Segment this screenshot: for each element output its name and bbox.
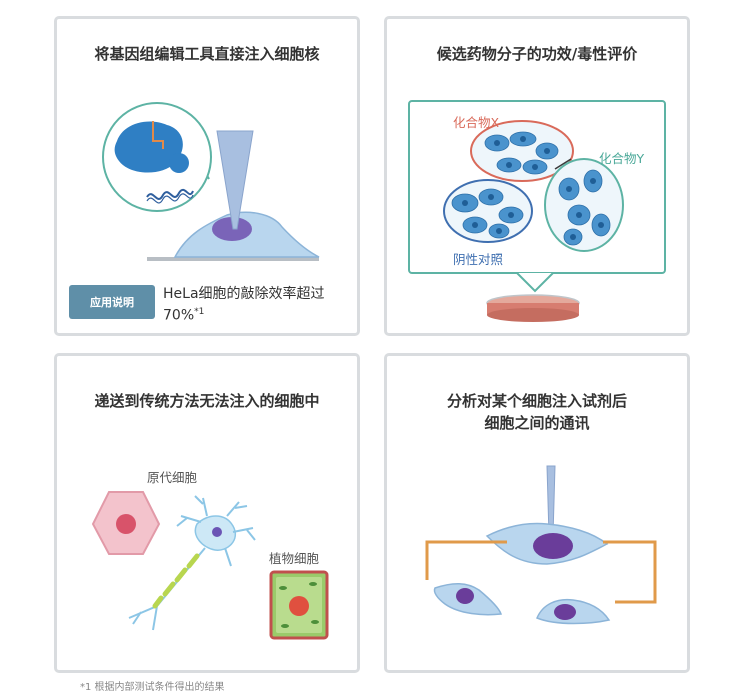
plant-cell-label: 植物细胞 [269, 551, 320, 566]
card-title: 递送到传统方法无法注入的细胞中 [94, 392, 320, 410]
card-title: 候选药物分子的功效/毒性评价 [436, 45, 638, 63]
card-title-line1: 分析对某个细胞注入试剂后 [446, 392, 627, 410]
card-title: 将基因组编辑工具直接注入细胞核 [94, 45, 320, 63]
card-cell-communication: 分析对某个细胞注入试剂后 细胞之间的通讯 [384, 353, 690, 673]
card-genome-editing: 将基因组编辑工具直接注入细胞核 应用说明 HeLa细胞的敲除效率超过70%*1 [54, 16, 360, 336]
card-drug-evaluation: 候选药物分子的功效/毒性评价 [384, 16, 690, 336]
footnote: *1 根据内部测试条件得出的结果 [80, 682, 225, 693]
primary-cell-label: 原代细胞 [147, 470, 198, 485]
application-description: HeLa细胞的敲除效率超过70%*1 [163, 285, 353, 325]
application-description-text: HeLa细胞的敲除效率超过70% [163, 286, 325, 324]
card-difficult-cells: 递送到传统方法无法注入的细胞中 原代细胞 植物细胞 [54, 353, 360, 673]
card-title-line2: 细胞之间的通讯 [484, 414, 590, 432]
compound-x-label: 化合物X [453, 115, 500, 130]
compound-y-label: 化合物Y [599, 151, 645, 166]
cell-types-illustration [91, 491, 329, 640]
negative-control-label: 阴性对照 [453, 252, 504, 267]
nucleus-injection-illustration [102, 102, 320, 261]
drug-evaluation-illustration [408, 100, 666, 322]
cell-communication-illustration [425, 465, 657, 625]
application-note-button[interactable]: 应用说明 [69, 285, 155, 319]
footnote-marker: *1 [194, 307, 205, 317]
